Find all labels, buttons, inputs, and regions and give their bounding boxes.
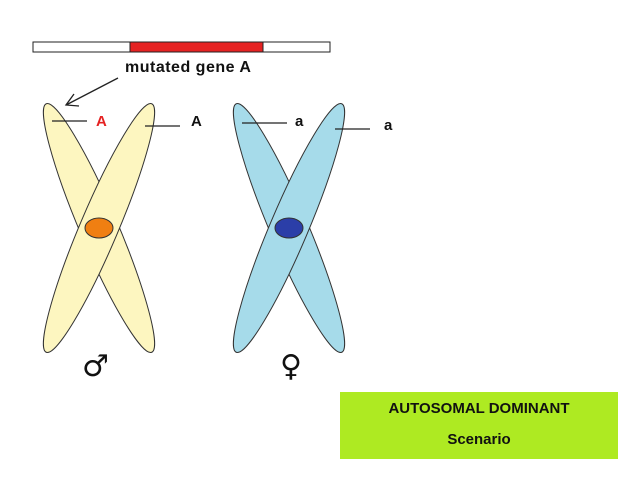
female-left-allele-label: a xyxy=(295,113,304,130)
male-right-allele-label: A xyxy=(191,113,202,130)
gene-bar xyxy=(32,41,331,53)
mutated-gene-segment xyxy=(129,41,264,53)
female-chromosome xyxy=(232,103,370,353)
male-left-allele-label: A xyxy=(96,113,107,130)
male-symbol: ♂ xyxy=(82,349,109,384)
male-chromosome xyxy=(42,103,180,353)
female-right-allele-label: a xyxy=(384,117,393,134)
mutated-gene-label: mutated gene A xyxy=(125,59,252,76)
mutation-arrow xyxy=(64,77,119,107)
female-symbol: ♀ xyxy=(280,349,302,384)
scenario-box: AUTOSOMAL DOMINANT Scenario xyxy=(340,392,618,459)
female-centromere xyxy=(274,217,304,239)
scenario-subtitle: Scenario xyxy=(447,431,511,448)
scenario-title: AUTOSOMAL DOMINANT xyxy=(388,400,570,417)
male-centromere xyxy=(84,217,114,239)
